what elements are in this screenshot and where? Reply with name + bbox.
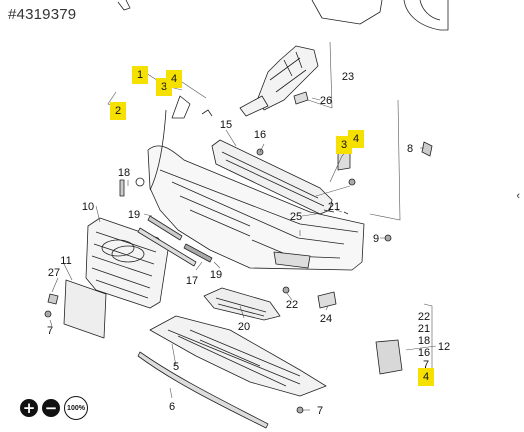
trim-strip [147,215,183,241]
callout-9[interactable]: 9 [372,233,380,245]
callout-2[interactable]: 2 [110,102,126,120]
zoom-reset-button[interactable]: 100% [64,396,88,420]
license-plate-holder [63,279,107,339]
callout-19[interactable]: 19 [209,269,223,281]
callout-4[interactable]: 4 [418,368,434,386]
callout-17[interactable]: 17 [185,275,199,287]
callout-4[interactable]: 4 [348,130,364,148]
bracket-part [257,45,319,111]
next-arrow[interactable]: ‹ [516,190,520,202]
lower-strip [137,351,269,429]
callout-7[interactable]: 7 [422,359,430,371]
callout-11[interactable]: 11 [60,255,72,267]
callout-24[interactable]: 24 [319,313,333,325]
wheel-partial [403,0,449,31]
callout-23[interactable]: 23 [341,71,355,83]
bumper-cover [147,145,365,271]
zoom-in-button[interactable]: + [20,399,38,417]
fender-partial [311,0,383,25]
callout-16[interactable]: 16 [253,129,267,141]
callout-27[interactable]: 27 [47,267,61,279]
callout-21[interactable]: 21 [417,323,431,335]
callout-20[interactable]: 20 [237,321,251,333]
callout-5[interactable]: 5 [172,361,180,373]
callout-21[interactable]: 21 [327,201,341,213]
callout-12[interactable]: 12 [437,341,451,353]
callout-4[interactable]: 4 [166,70,182,88]
callout-10[interactable]: 10 [81,201,95,213]
callout-8[interactable]: 8 [406,143,414,155]
callout-22[interactable]: 22 [417,311,431,323]
document-id: #4319379 [8,6,77,23]
callout-15[interactable]: 15 [219,119,233,131]
callout-18[interactable]: 18 [417,335,431,347]
callout-7[interactable]: 7 [316,405,324,417]
callout-7[interactable]: 7 [46,325,54,337]
callout-22[interactable]: 22 [285,299,299,311]
callout-6[interactable]: 6 [168,401,176,413]
grille [85,217,169,309]
zoom-out-button[interactable]: − [42,399,60,417]
callout-1[interactable]: 1 [132,66,148,84]
callout-25[interactable]: 25 [289,211,303,223]
callout-26[interactable]: 26 [319,95,333,107]
callout-18[interactable]: 18 [117,167,131,179]
fog-light-grille [203,287,281,321]
zoom-controls: + − 100% [20,396,88,420]
top-clip [117,0,131,11]
callout-19[interactable]: 19 [127,209,141,221]
underbody-panel [149,315,327,397]
callout-16[interactable]: 16 [417,347,431,359]
